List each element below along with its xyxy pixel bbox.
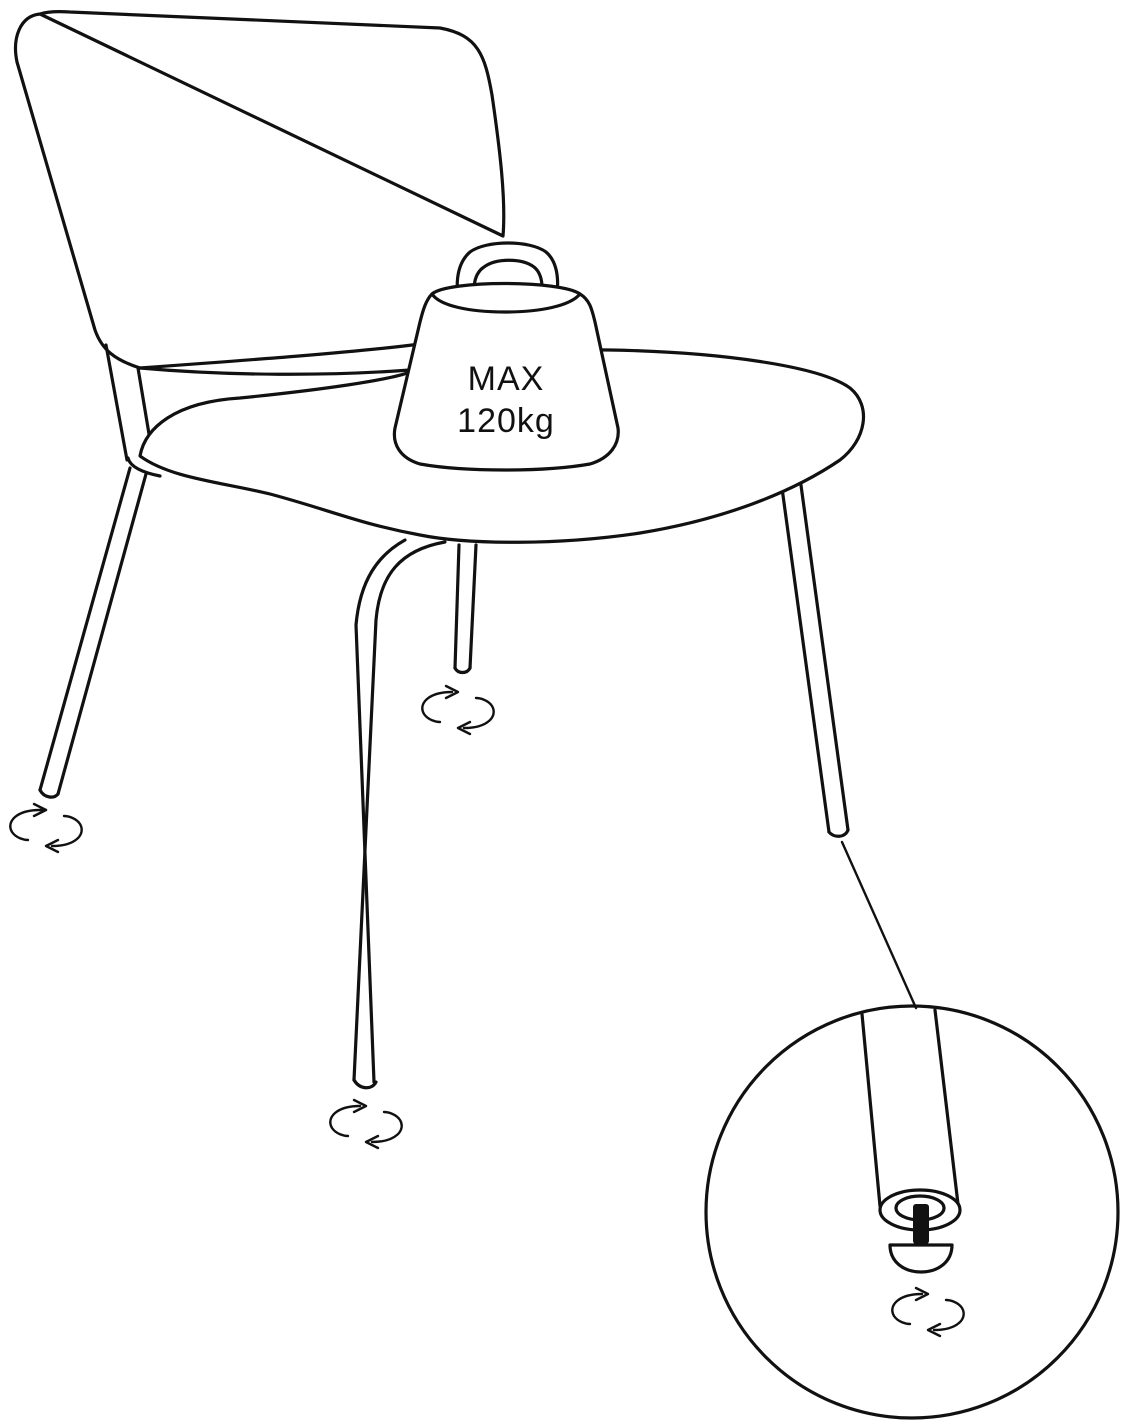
chair-backrest bbox=[13, 10, 506, 370]
glide-foot-icon bbox=[888, 1243, 954, 1274]
rotate-arrows-icon bbox=[891, 1286, 965, 1338]
rotate-arrows-icon bbox=[329, 1098, 403, 1150]
leg-front-right bbox=[780, 476, 850, 838]
weight-label-limit: 120kg bbox=[457, 402, 555, 440]
detail-leader-line bbox=[840, 840, 918, 1010]
screw-bolt-icon bbox=[913, 1204, 929, 1244]
weight-label-max: MAX bbox=[468, 360, 545, 398]
weight-icon: MAX 120kg bbox=[392, 241, 620, 472]
leg-back-left bbox=[38, 466, 148, 799]
magnified-leg-detail bbox=[704, 1004, 1120, 1420]
leg-front-left bbox=[352, 538, 447, 1090]
rotate-arrows-icon bbox=[9, 802, 83, 854]
leg-back-middle bbox=[453, 543, 478, 675]
rotate-arrows-icon bbox=[421, 684, 495, 736]
